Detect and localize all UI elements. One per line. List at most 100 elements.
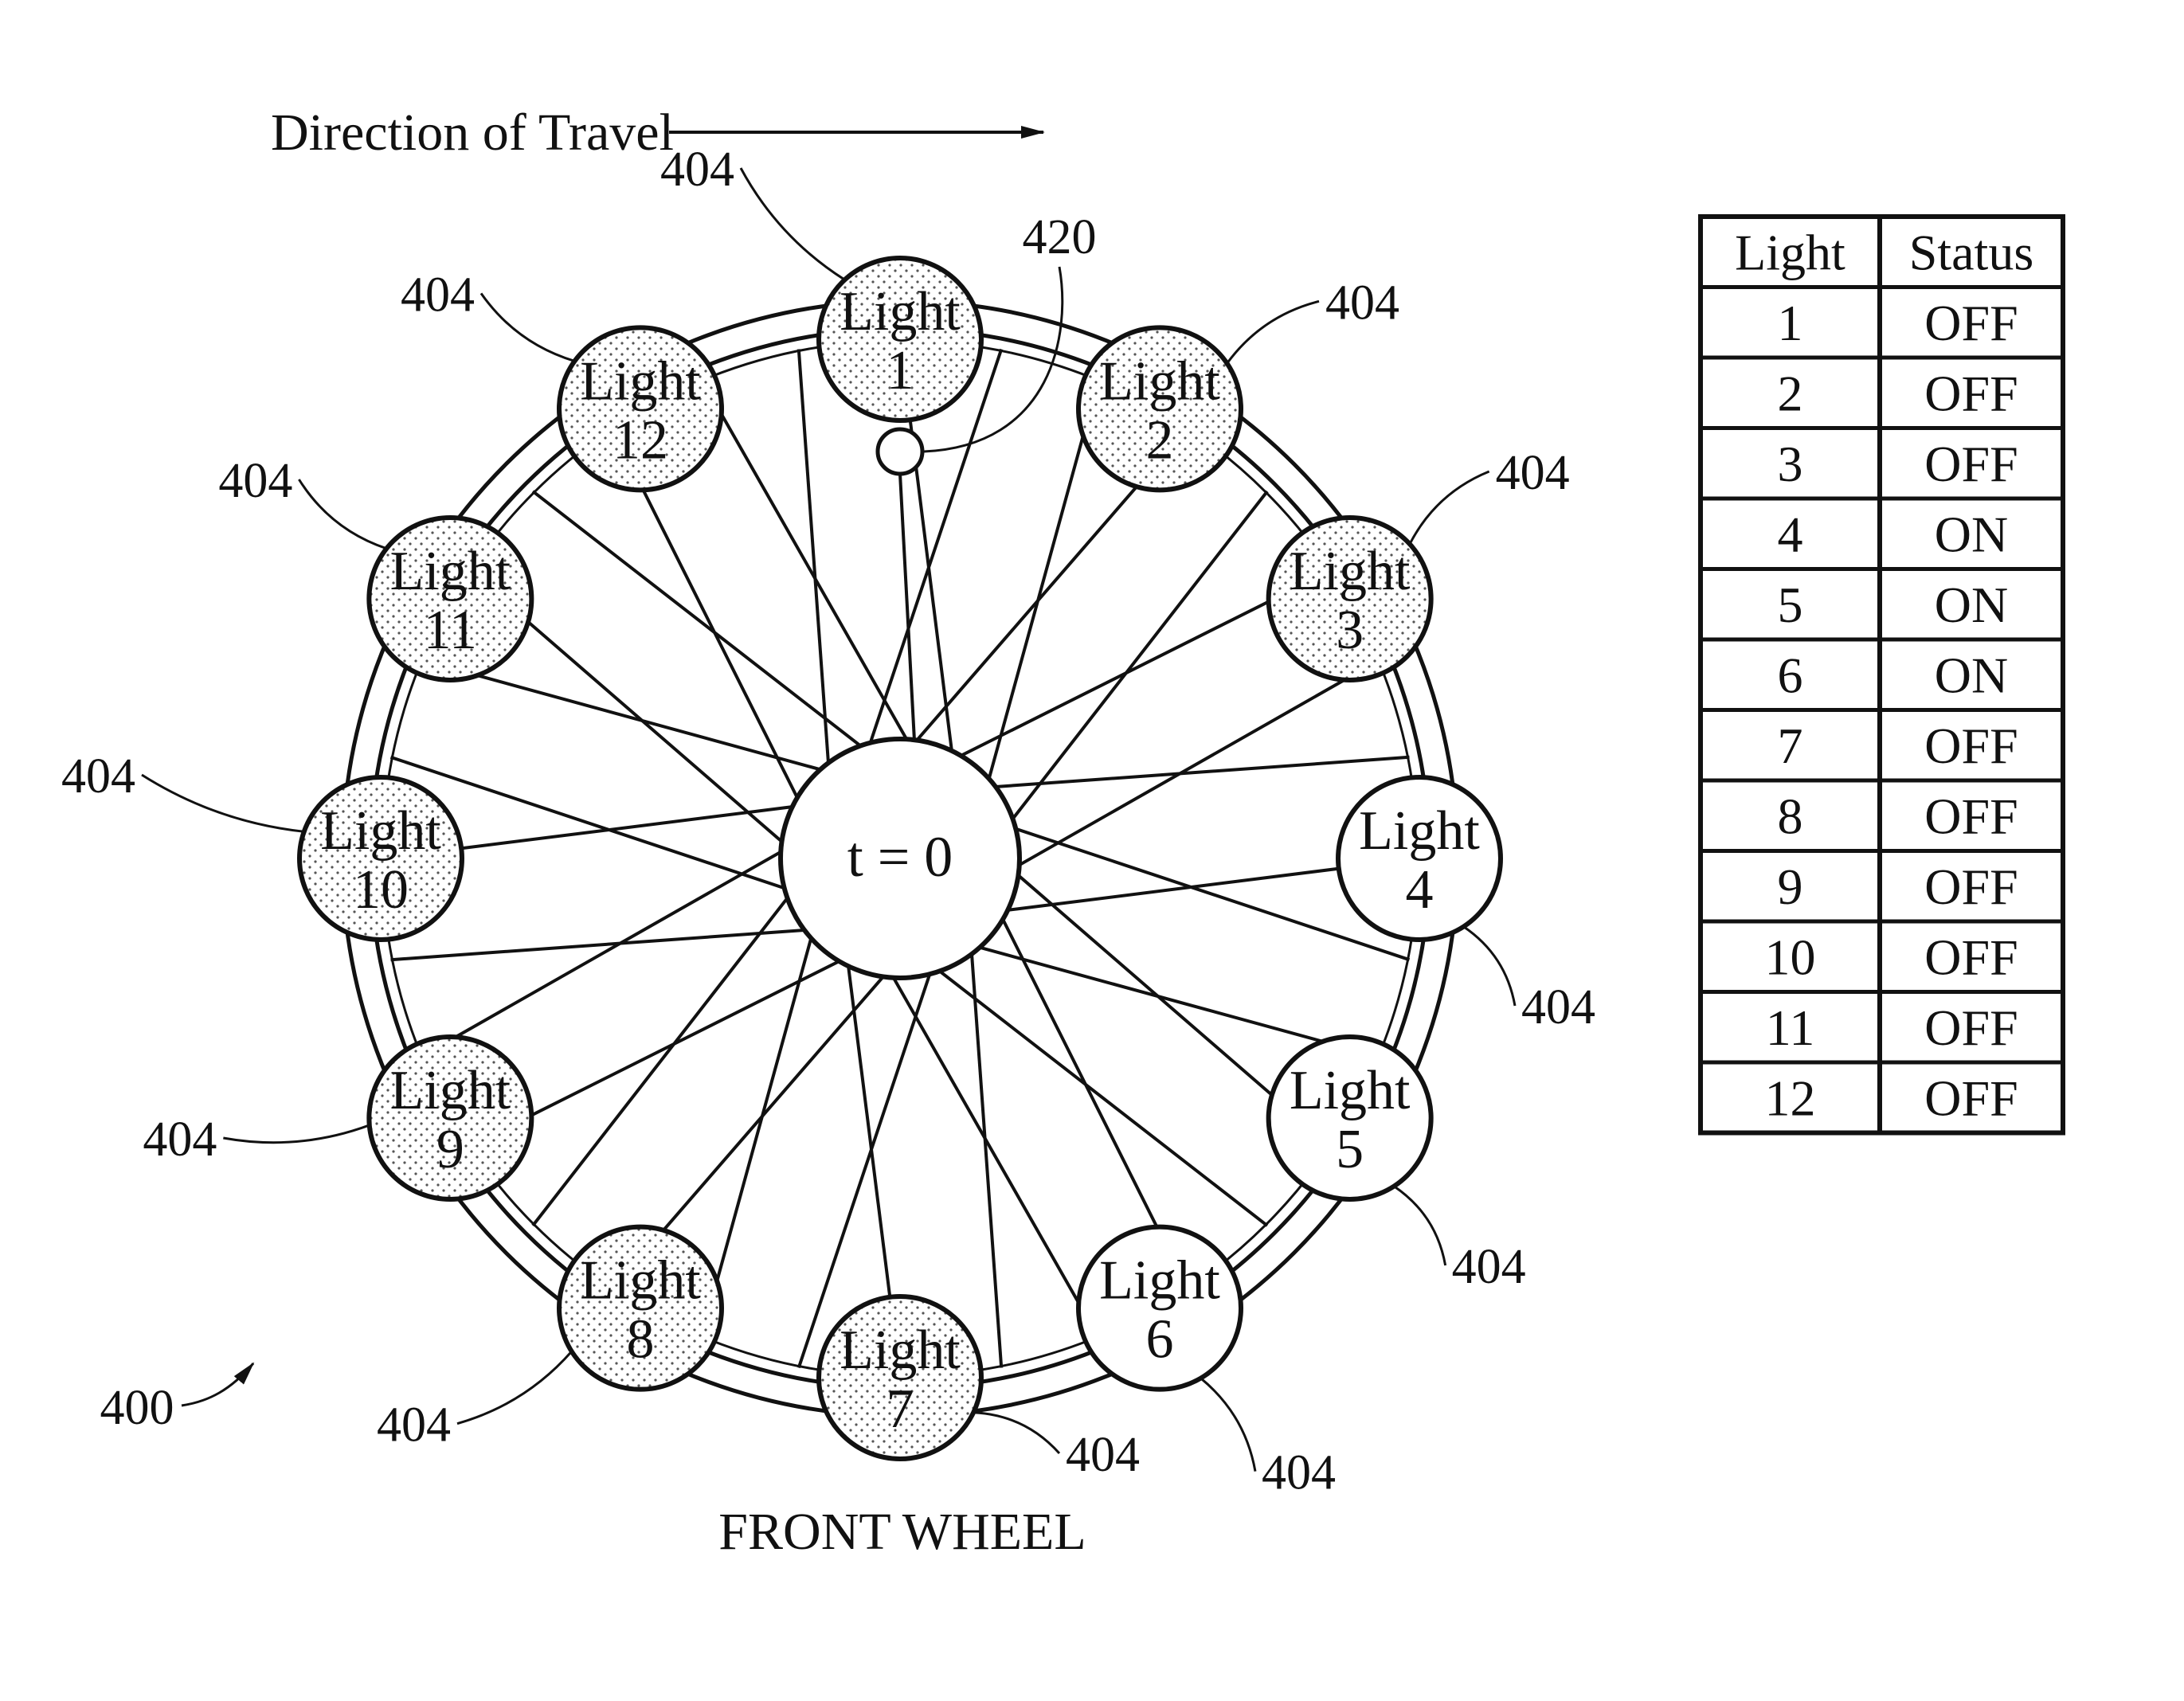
- direction-of-travel-label: Direction of Travel: [271, 104, 674, 162]
- light-word: Light: [1099, 350, 1220, 412]
- table-cell-status: OFF: [1924, 718, 2018, 774]
- wheel-caption: FRONT WHEEL: [718, 1503, 1086, 1561]
- ref-leader: [481, 293, 574, 361]
- light-word: Light: [580, 350, 701, 412]
- ref-leader: [741, 168, 845, 280]
- light-ref-label: 404: [1496, 446, 1570, 500]
- light-3: Light3: [1269, 518, 1431, 680]
- light-number: 7: [887, 1378, 914, 1440]
- light-word: Light: [390, 541, 511, 602]
- figure-ref-arrow: [182, 1363, 253, 1406]
- light-word: Light: [1290, 1060, 1411, 1121]
- ref-leader: [299, 479, 386, 549]
- light-ref-label: 404: [1262, 1446, 1336, 1500]
- table-cell-status: ON: [1935, 647, 2008, 703]
- light-word: Light: [1099, 1250, 1220, 1312]
- spoke: [391, 929, 824, 960]
- table-cell-status: OFF: [1924, 295, 2018, 351]
- ref-leader: [142, 775, 304, 831]
- table-cell-status: OFF: [1924, 858, 2018, 915]
- light-word: Light: [1290, 541, 1411, 602]
- light-ref-label: 404: [377, 1398, 451, 1453]
- light-7: Light7: [819, 1296, 981, 1459]
- light-10: Light10: [299, 777, 462, 940]
- table-cell-status: OFF: [1924, 1069, 2018, 1126]
- light-ref-label: 404: [1325, 276, 1399, 330]
- light-word: Light: [840, 281, 961, 342]
- table-cell-light: 7: [1778, 718, 1803, 774]
- light-status-table: LightStatus1OFF2OFF3OFF4ON5ON6ON7OFF8OFF…: [1701, 217, 2063, 1133]
- table-cell-status: OFF: [1924, 929, 2018, 985]
- light-number: 4: [1406, 859, 1434, 921]
- light-ref-label: 404: [1452, 1240, 1526, 1294]
- light-number: 6: [1146, 1309, 1174, 1371]
- ref-leader: [1464, 927, 1515, 1006]
- light-word: Light: [580, 1250, 701, 1312]
- light-11: Light11: [369, 518, 531, 680]
- table-cell-light: 3: [1778, 436, 1803, 492]
- light-1: Light1: [819, 258, 981, 420]
- table-cell-status: OFF: [1924, 788, 2018, 844]
- ref-leader: [1227, 301, 1319, 363]
- spoke: [970, 934, 1001, 1367]
- light-ref-label: 404: [1521, 980, 1595, 1034]
- spoke: [799, 350, 830, 783]
- table-cell-status: OFF: [1924, 999, 2018, 1056]
- ref-leader: [1201, 1378, 1255, 1472]
- light-ref-label: 404: [143, 1112, 217, 1167]
- table-header: Status: [1909, 224, 2033, 280]
- ref-leader: [223, 1125, 369, 1143]
- light-2: Light2: [1078, 327, 1241, 490]
- light-number: 5: [1336, 1119, 1364, 1180]
- ref-leader: [457, 1351, 572, 1424]
- light-number: 3: [1336, 600, 1364, 661]
- light-5: Light5: [1269, 1037, 1431, 1199]
- table-cell-status: OFF: [1924, 436, 2018, 492]
- light-word: Light: [390, 1060, 511, 1121]
- figure-ref-label: 400: [100, 1381, 174, 1435]
- light-number: 12: [613, 409, 668, 471]
- table-cell-status: OFF: [1924, 365, 2018, 421]
- light-ref-label: 404: [61, 749, 135, 804]
- light-ref-label: 404: [401, 268, 475, 322]
- light-4: Light4: [1338, 777, 1501, 940]
- hub-time-label: t = 0: [847, 825, 953, 889]
- light-ref-label: 404: [1066, 1428, 1140, 1482]
- light-9: Light9: [369, 1037, 531, 1199]
- spoke: [976, 757, 1409, 788]
- table-cell-light: 4: [1778, 506, 1803, 562]
- light-ref-label: 404: [660, 143, 734, 197]
- light-ref-label: 404: [218, 454, 292, 508]
- ref-leader: [1410, 471, 1489, 544]
- light-number: 2: [1146, 409, 1174, 471]
- sensor-ref-label: 420: [1023, 210, 1097, 264]
- light-number: 8: [627, 1309, 655, 1371]
- table-cell-light: 1: [1778, 295, 1803, 351]
- wheel-hub: t = 0: [781, 739, 1020, 978]
- table-cell-light: 6: [1778, 647, 1803, 703]
- ref-leader: [1394, 1187, 1445, 1265]
- light-number: 1: [887, 340, 914, 401]
- table-cell-light: 8: [1778, 788, 1803, 844]
- spoke: [1002, 659, 1380, 874]
- table-header: Light: [1735, 224, 1845, 280]
- table-cell-light: 11: [1766, 999, 1815, 1056]
- table-cell-status: ON: [1935, 506, 2008, 562]
- table-cell-light: 5: [1778, 577, 1803, 633]
- light-number: 10: [353, 859, 409, 921]
- light-word: Light: [1359, 800, 1480, 862]
- light-8: Light8: [559, 1227, 722, 1390]
- light-number: 9: [436, 1119, 464, 1180]
- ref-leader: [973, 1413, 1059, 1453]
- table-cell-light: 9: [1778, 858, 1803, 915]
- table-cell-light: 2: [1778, 365, 1803, 421]
- table-cell-light: 10: [1765, 929, 1816, 985]
- light-number: 11: [424, 600, 477, 661]
- light-6: Light6: [1078, 1227, 1241, 1390]
- table-cell-light: 12: [1765, 1069, 1816, 1126]
- light-word: Light: [840, 1320, 961, 1381]
- table-cell-status: ON: [1935, 577, 2008, 633]
- light-12: Light12: [559, 327, 722, 490]
- light-word: Light: [320, 800, 441, 862]
